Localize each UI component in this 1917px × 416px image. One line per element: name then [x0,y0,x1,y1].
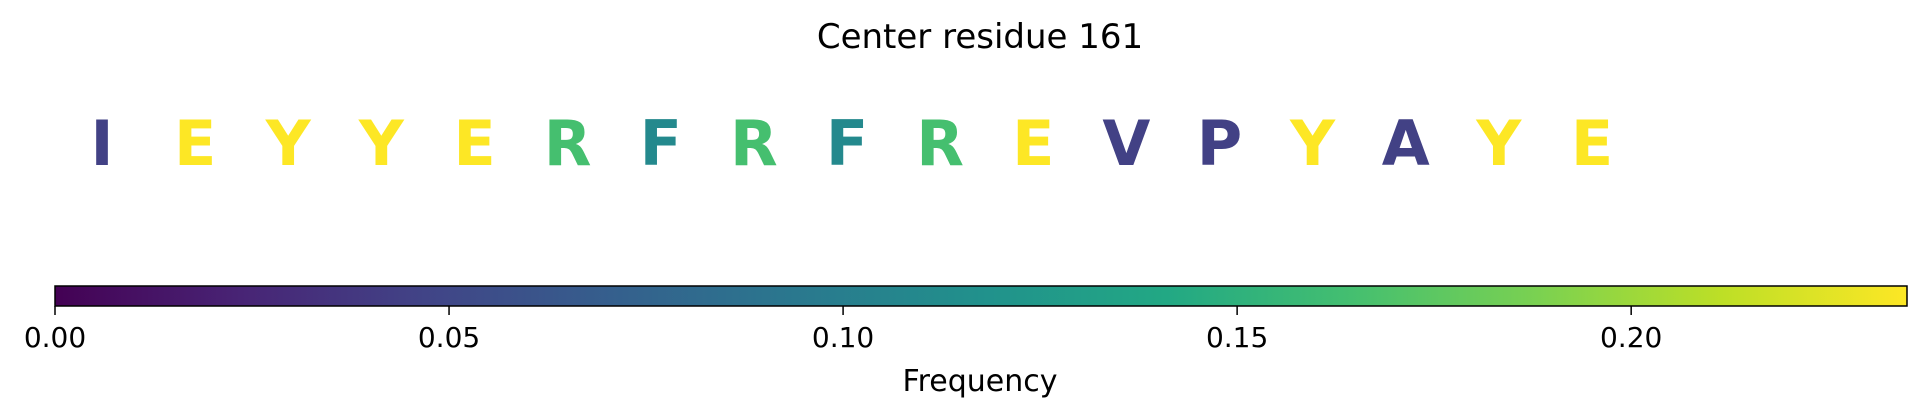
colorbar-tick-label: 0.20 [1600,321,1662,354]
colorbar-tick-label: 0.10 [812,321,874,354]
residue-letter: E [1571,107,1613,180]
colorbar-gradient [54,285,1908,307]
residue-letter: Y [358,107,405,180]
residue-letter: Y [265,107,312,180]
colorbar-axis-label: Frequency [903,364,1058,399]
colorbar-ticks: 0.00 0.05 0.10 0.15 0.20 [24,306,1662,354]
colorbar-tick-label: 0.00 [24,321,86,354]
colorbar-tick-label: 0.15 [1206,321,1268,354]
residue-letter: R [916,107,964,180]
residue-letter: R [544,107,592,180]
residue-letter: E [174,107,216,180]
colorbar: 0.00 0.05 0.10 0.15 0.20 Frequency [24,285,1908,399]
residue-letter: E [1012,107,1054,180]
residue-letter: F [640,107,682,180]
residue-letter: F [826,107,868,180]
colorbar-tick-label: 0.05 [418,321,480,354]
residue-letter: A [1382,107,1430,180]
residue-letter: Y [1289,107,1336,180]
residue-letter: P [1197,107,1242,180]
chart-title: Center residue 161 [817,17,1143,57]
residue-letter: E [453,107,495,180]
residue-letter: I [90,107,113,180]
residue-letter: R [730,107,778,180]
residue-letter: V [1102,107,1150,180]
residue-letter: Y [1475,107,1522,180]
